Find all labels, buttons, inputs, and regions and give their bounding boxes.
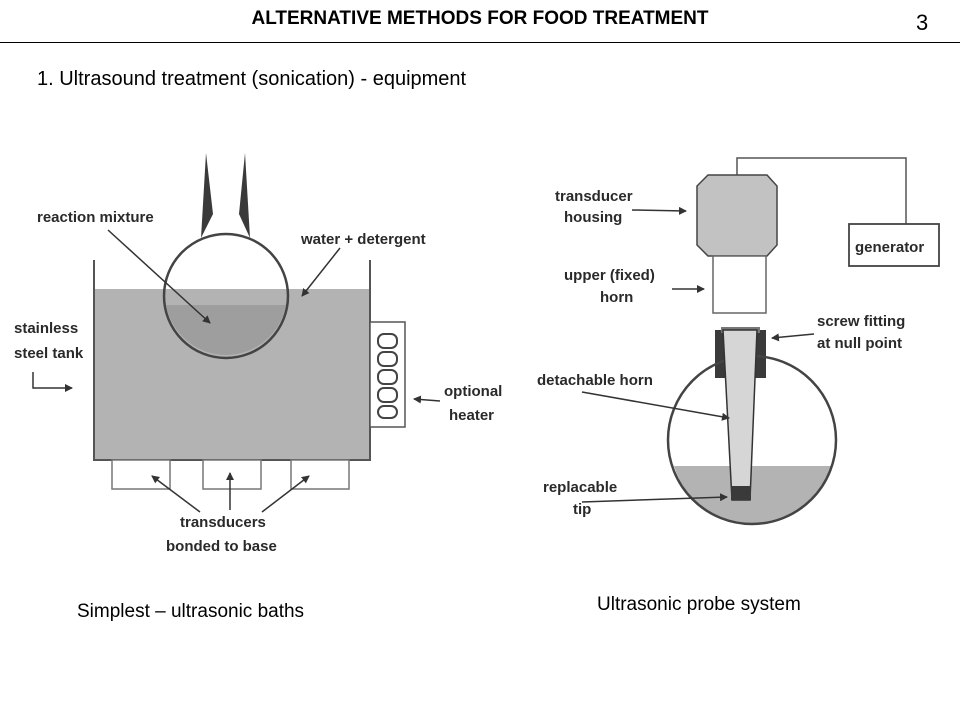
generator-box [848, 223, 940, 267]
label-tip-line2: tip [573, 501, 591, 518]
label-transducers-line1: transducers [180, 514, 266, 531]
label-tip-line1: replacable [543, 479, 617, 496]
flask-neck-right [239, 153, 250, 238]
round-bottom-flask [162, 232, 290, 360]
ultrasonic-bath-diagram: reaction mixture water + detergent stain… [14, 153, 502, 555]
arrow-heater [413, 395, 441, 404]
label-housing-line1: transducer [555, 188, 633, 205]
arrow-water-detergent [301, 247, 341, 297]
label-transducers-line2: bonded to base [166, 538, 277, 555]
arrow-tip [581, 493, 728, 503]
transducer-housing [696, 174, 778, 257]
probe-liquid [674, 466, 831, 525]
generator-cable [736, 157, 907, 224]
ultrasonic-probe-diagram: transducer housing generator upper (fixe… [537, 157, 940, 526]
label-housing-line2: housing [564, 209, 622, 226]
arrow-screw-fitting [771, 333, 815, 342]
page-number: 3 [916, 10, 929, 35]
header-divider [0, 42, 960, 43]
heater-coil [377, 333, 398, 419]
caption-ultrasonic-baths: Simplest – ultrasonic baths [77, 601, 305, 622]
arrow-reaction-mixture [107, 229, 211, 324]
label-screw-line2: at null point [817, 335, 902, 352]
arrow-housing [631, 206, 687, 215]
label-reaction-mixture: reaction mixture [37, 209, 154, 226]
transducer-2 [202, 459, 262, 490]
section-heading: 1. Ultrasound treatment (sonication) - e… [37, 68, 467, 90]
label-heater-line1: optional [444, 383, 502, 400]
label-water-detergent: water + detergent [300, 231, 426, 248]
arrow-transducer-1 [151, 475, 201, 513]
transducer-1 [111, 459, 171, 490]
label-detachable-horn: detachable horn [537, 372, 653, 389]
label-upper-horn-line1: upper (fixed) [564, 267, 655, 284]
flask-liquid [166, 305, 286, 355]
arrow-steel-tank [32, 372, 73, 392]
flask-neck-left [201, 153, 213, 238]
label-stainless-line1: stainless [14, 320, 78, 337]
heater-box [369, 321, 406, 428]
label-stainless-line2: steel tank [14, 345, 84, 362]
arrow-detachable-horn [581, 391, 730, 421]
caption-probe-system: Ultrasonic probe system [597, 594, 801, 615]
label-heater-line2: heater [449, 407, 494, 424]
upper-fixed-horn [712, 255, 767, 314]
arrow-transducer-3 [261, 475, 310, 513]
label-screw-line1: screw fitting [817, 313, 905, 330]
label-generator: generator [855, 239, 924, 256]
replaceable-tip [731, 486, 751, 500]
transducer-3 [290, 459, 350, 490]
slide-title: ALTERNATIVE METHODS FOR FOOD TREATMENT [251, 8, 709, 29]
label-upper-horn-line2: horn [600, 289, 633, 306]
